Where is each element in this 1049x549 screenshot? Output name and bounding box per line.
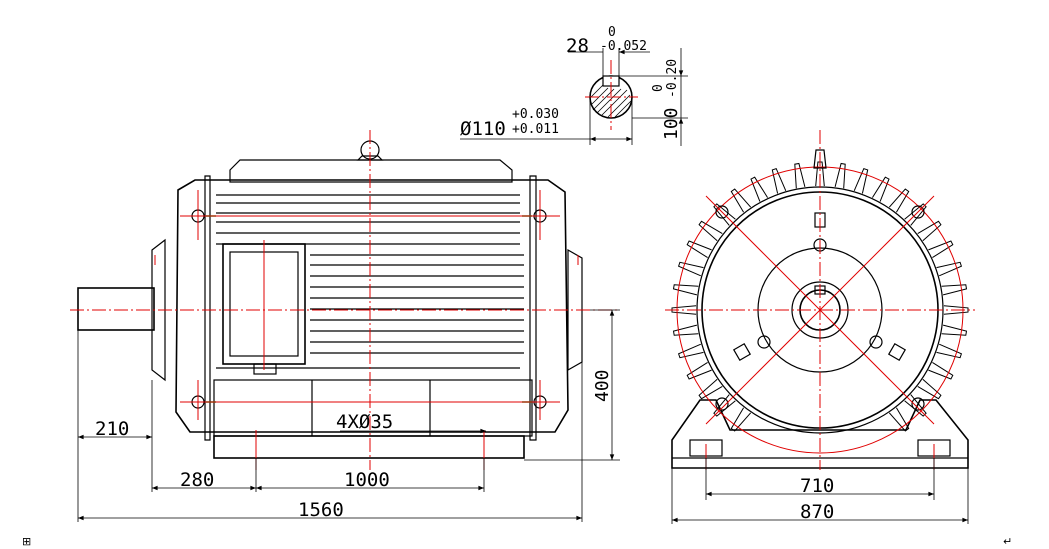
- shaft: [77, 287, 155, 331]
- key-depth-tol-upper: 0: [651, 84, 666, 92]
- fin: [698, 378, 723, 400]
- fin: [917, 220, 942, 242]
- key-depth-label: 100: [661, 107, 682, 140]
- shaft-dia-label: Ø110: [460, 118, 506, 140]
- foot-span-label: 1000: [344, 469, 390, 491]
- fin: [941, 324, 968, 336]
- shaft-dia-tol-upper: +0.030: [512, 107, 559, 122]
- foot-offset-label: 280: [180, 469, 214, 491]
- fin: [677, 343, 704, 359]
- shaft-dia-tol-lower: +0.011: [512, 122, 559, 137]
- fin: [853, 167, 869, 194]
- fin: [888, 188, 910, 213]
- fin: [936, 343, 963, 359]
- fin: [686, 361, 712, 380]
- fin: [771, 167, 787, 194]
- key-width-tol-lower: -0.052: [600, 39, 647, 54]
- fin: [928, 240, 954, 259]
- fin: [698, 220, 723, 242]
- base-plate: [213, 435, 525, 459]
- fin: [686, 240, 712, 259]
- end-view: [665, 130, 975, 524]
- terminal-box: [229, 159, 513, 183]
- fin: [672, 324, 699, 336]
- key-depth-tol-lower: -0.20: [665, 59, 680, 98]
- fin: [936, 261, 963, 277]
- end-fins: [671, 161, 969, 432]
- side-view: [70, 130, 620, 522]
- foot-width-label: 710: [800, 475, 834, 497]
- section-hatch: [589, 84, 632, 118]
- fin: [730, 188, 752, 213]
- fin: [750, 176, 769, 202]
- table-marker-icon: ⊞: [22, 535, 32, 548]
- return-mark-icon: ↵: [1003, 535, 1013, 548]
- fin: [888, 407, 910, 432]
- fin: [730, 407, 752, 432]
- fin: [834, 162, 846, 189]
- key-width-label: 28: [566, 35, 589, 57]
- fin: [871, 176, 890, 202]
- cooling-fins: [216, 194, 524, 369]
- key-width-tol-upper: 0: [608, 25, 616, 40]
- total-length-label: 1560: [298, 499, 344, 521]
- bolt-holes-label: 4XØ35: [336, 411, 393, 433]
- fin: [677, 261, 704, 277]
- fin: [917, 378, 942, 400]
- fin: [941, 284, 968, 296]
- base-width-label: 870: [800, 501, 834, 523]
- fin: [672, 284, 699, 296]
- fin: [794, 162, 806, 189]
- fin: [928, 361, 954, 380]
- center-height-label: 400: [592, 369, 613, 402]
- shaft-length-label: 210: [95, 418, 129, 440]
- shaft-section: [460, 48, 688, 146]
- motor-frame: [175, 179, 569, 433]
